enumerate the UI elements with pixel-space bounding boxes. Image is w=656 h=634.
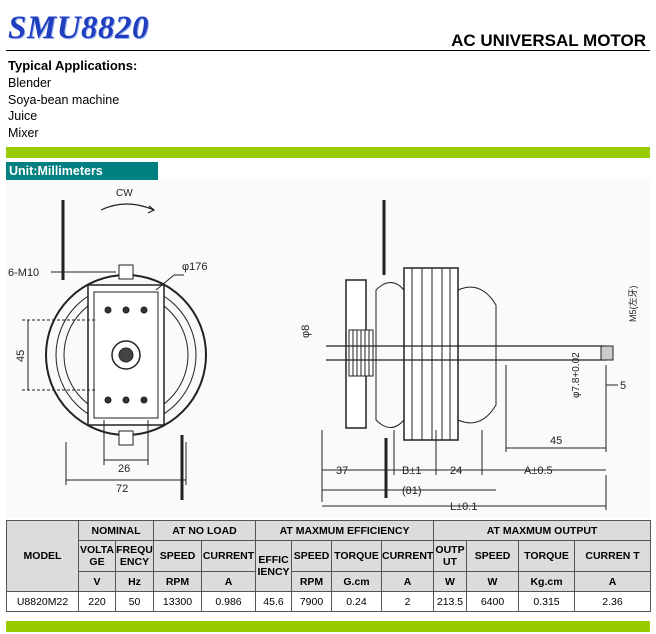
me-speed-cell: 7900 [291, 591, 332, 612]
mo-speed-cell: 6400 [466, 591, 520, 612]
nl-current-unit: A [201, 571, 256, 592]
overall-width-label: 72 [116, 483, 128, 495]
height-dim-label: 45 [15, 350, 27, 362]
voltage-unit: V [78, 571, 116, 592]
model-logo: SMU8820 [8, 10, 150, 46]
nl-current-header: CURRENT [201, 540, 256, 572]
mo-torque-cell: 0.315 [518, 591, 576, 612]
unit-label: Unit:Millimeters [6, 162, 158, 180]
model-header: MODEL [6, 520, 79, 592]
outer-diameter-label: φ176 [182, 261, 208, 273]
dim-a-label: A±0.5 [524, 465, 553, 477]
hole-label: 6-M10 [8, 267, 39, 279]
application-item: Mixer [8, 125, 39, 140]
frequency-header: FREQU ENCY [115, 540, 154, 572]
voltage-cell: 220 [78, 591, 116, 612]
output-unit: W [433, 571, 468, 592]
table-row: U8820M22 220 50 13300 0.986 45.6 7900 0.… [6, 591, 652, 612]
application-item: Blender [8, 76, 52, 91]
nl-speed-cell: 13300 [153, 591, 202, 612]
mo-current-unit: A [574, 571, 652, 592]
model-cell: U8820M22 [6, 591, 79, 612]
no-load-header: AT NO LOAD [153, 520, 256, 541]
me-torque-cell: 0.24 [331, 591, 382, 612]
me-current-unit: A [380, 571, 435, 592]
unit-row: V Hz RPM A RPM G.cm A W W Kg.cm A [7, 571, 652, 592]
application-item: Juice [8, 109, 38, 124]
rotation-label: CW [116, 188, 133, 199]
applications-heading: Typical Applications: [8, 58, 138, 73]
output-cell: 213.5 [433, 591, 468, 612]
dim-b-label: B±1 [402, 465, 422, 477]
me-current-cell: 2 [380, 591, 435, 612]
header-divider [6, 50, 650, 51]
motor-dimension-drawing: CW 6-M10 φ176 45 26 72 [6, 180, 650, 518]
frequency-unit: Hz [115, 571, 154, 592]
shaft-dia-label: φ8 [300, 325, 312, 338]
front-view: CW 6-M10 φ176 45 26 72 [8, 188, 208, 500]
applications-section: Typical Applications: Blender Soya-bean … [8, 58, 137, 141]
dim-37-label: 37 [336, 465, 348, 477]
group-header-row: MODEL NOMINAL AT NO LOAD AT MAXMUM EFFIC… [6, 520, 652, 592]
max-efficiency-header: AT MAXMUM EFFICIENCY [254, 520, 435, 541]
mo-current-cell: 2.36 [574, 591, 652, 612]
end-dim-label: 5 [620, 380, 626, 392]
me-torque-unit: G.cm [331, 571, 382, 592]
nl-speed-header: SPEED [153, 540, 202, 572]
dim-81-label: (81) [402, 485, 422, 497]
max-output-header: AT MAXMUM OUTPUT [433, 520, 652, 541]
output-header: OUTP UT [433, 540, 468, 572]
dim-24-label: 24 [450, 465, 462, 477]
mo-torque-unit: Kg.cm [518, 571, 576, 592]
me-torque-header: TORQUE [331, 540, 382, 572]
nl-current-cell: 0.986 [201, 591, 256, 612]
spec-table: MODEL NOMINAL AT NO LOAD AT MAXMUM EFFIC… [6, 520, 652, 612]
voltage-header: VOLTA GE [78, 540, 116, 572]
shaft-length-label: 45 [550, 435, 562, 447]
efficiency-cell: 45.6 [255, 591, 292, 612]
efficiency-header: EFFIC IENCY [255, 540, 292, 592]
shaft-tolerance-label: φ7.8+0.02 [571, 352, 582, 398]
side-view: φ8 φ7.8+0.02 M5(左牙) 5 45 37 B±1 24 A±0.5… [300, 200, 638, 513]
frequency-cell: 50 [115, 591, 154, 612]
mo-torque-header: TORQUE [518, 540, 576, 572]
mo-current-header: CURREN T [574, 540, 652, 572]
product-type-title: AC UNIVERSAL MOTOR [451, 31, 646, 50]
mo-speed-unit: W [466, 571, 520, 592]
mo-speed-header: SPEED [466, 540, 520, 572]
section-bar-top [6, 147, 650, 158]
section-bar-bottom [6, 621, 650, 632]
nl-speed-unit: RPM [153, 571, 202, 592]
application-item: Soya-bean machine [8, 92, 120, 107]
me-current-header: CURRENT [380, 540, 435, 572]
nominal-header: NOMINAL [78, 520, 154, 541]
thread-label: M5(左牙) [627, 286, 638, 323]
column-header-row: VOLTA GE FREQU ENCY SPEED CURRENT EFFIC … [7, 540, 652, 592]
me-speed-unit: RPM [291, 571, 332, 592]
inner-width-label: 26 [118, 463, 130, 475]
dim-l-label: L±0.1 [450, 501, 477, 513]
me-speed-header: SPEED [291, 540, 332, 572]
